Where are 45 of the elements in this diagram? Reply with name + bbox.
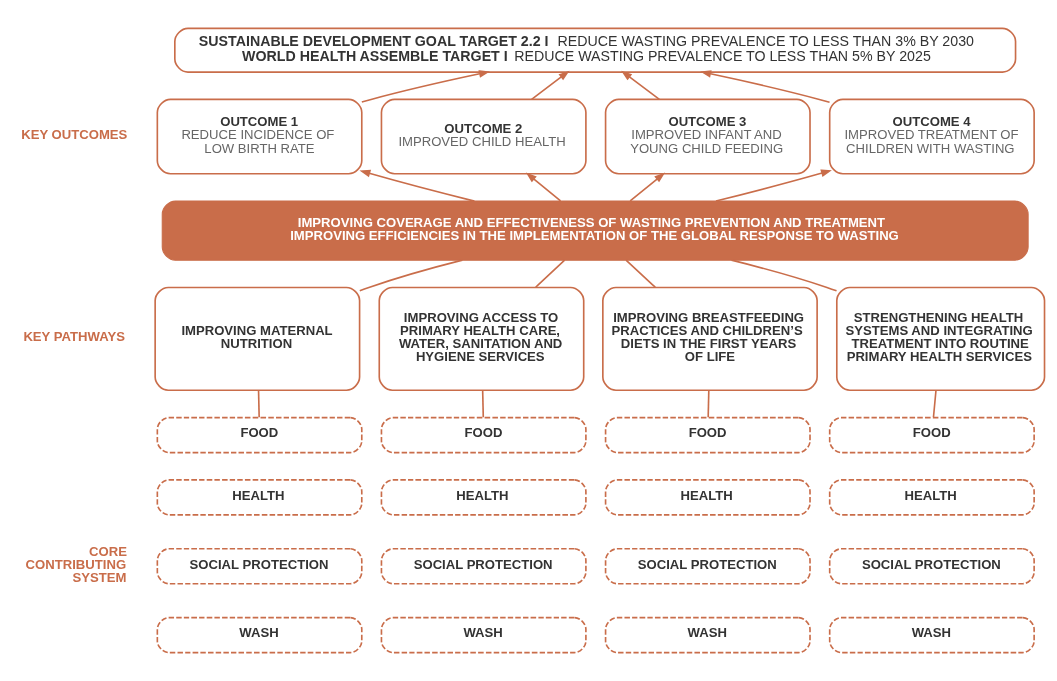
arrow — [530, 70, 570, 101]
connector — [707, 389, 710, 418]
node-box: OUTCOME 2 IMPROVED CHILD HEALTH — [380, 98, 587, 175]
node-box: SUSTAINABLE DEVELOPMENT GOAL TARGET 2.2 I REDUCE WASTING PREVALENCE TO LESS THAN 3% BY 2030 WORLD HEALTH ASSEMBLE TARGET I REDUCE WASTING PREVALENCE TO LESS THAN 5% BY 2025 — [174, 27, 1017, 73]
arrow — [525, 172, 562, 202]
label: CORE CONTRIBUTING SYSTEM — [25, 543, 127, 586]
node-box: OUTCOME 4 IMPROVED TREATMENT OF CHILDREN WITH WASTING — [828, 98, 1035, 175]
node-box: SOCIAL PROTECTION — [828, 547, 1035, 585]
node-box: FOOD — [828, 416, 1035, 454]
node-box: WASH — [604, 616, 811, 654]
node-box: FOOD — [380, 416, 587, 454]
connector — [730, 259, 838, 292]
node-box: IMPROVING BREASTFEEDING PRACTICES AND CHILDREN’S DIETS IN THE FIRST YEARS OF LIFE — [602, 286, 818, 392]
node-box: HEALTH — [604, 479, 811, 516]
connector — [534, 259, 566, 289]
node-box: IMPROVING MATERNAL NUTRITION — [154, 286, 361, 392]
node-box: IMPROVING ACCESS TO PRIMARY HEALTH CARE, WATER, SANITATION AND HYGIENE SERVICES — [378, 286, 585, 392]
node-box: FOOD — [604, 416, 811, 454]
node-box: STRENGTHENING HEALTH SYSTEMS AND INTEGRATING TREATMENT INTO ROUTINE PRIMARY HEALTH SERVICES — [835, 286, 1046, 392]
arrow — [700, 70, 831, 104]
node-box: HEALTH — [828, 479, 1035, 516]
node-box: HEALTH — [156, 479, 363, 516]
arrow — [715, 169, 832, 202]
node-box: SOCIAL PROTECTION — [156, 547, 363, 585]
node-box: SOCIAL PROTECTION — [604, 547, 811, 585]
connector — [932, 389, 937, 418]
node-box: FOOD — [156, 416, 363, 454]
label: KEY OUTCOMES — [21, 126, 128, 142]
connector — [625, 259, 657, 289]
node-box: IMPROVING COVERAGE AND EFFECTIVENESS OF WASTING PREVENTION AND TREATMENT IMPROVING EFFICIENCIES IN THE IMPLEMENTATION OF THE GLOBAL RESPONSE TO WASTING — [161, 200, 1029, 261]
label: KEY PATHWAYS — [23, 329, 125, 345]
node-box: WASH — [156, 616, 363, 654]
node-box: OUTCOME 3 IMPROVED INFANT AND YOUNG CHILD FEEDING — [604, 98, 811, 175]
arrow — [629, 172, 666, 202]
connector — [358, 259, 464, 292]
node-box: OUTCOME 1 REDUCE INCIDENCE OF LOW BIRTH RATE — [156, 98, 363, 175]
arrow — [359, 169, 476, 202]
node-box: WASH — [828, 616, 1035, 654]
node-box: WASH — [380, 616, 587, 654]
node-box: SOCIAL PROTECTION — [380, 547, 587, 585]
connector — [481, 389, 485, 418]
arrow — [621, 70, 661, 101]
connector — [257, 389, 260, 418]
arrow — [361, 70, 490, 103]
node-box: HEALTH — [380, 479, 587, 516]
